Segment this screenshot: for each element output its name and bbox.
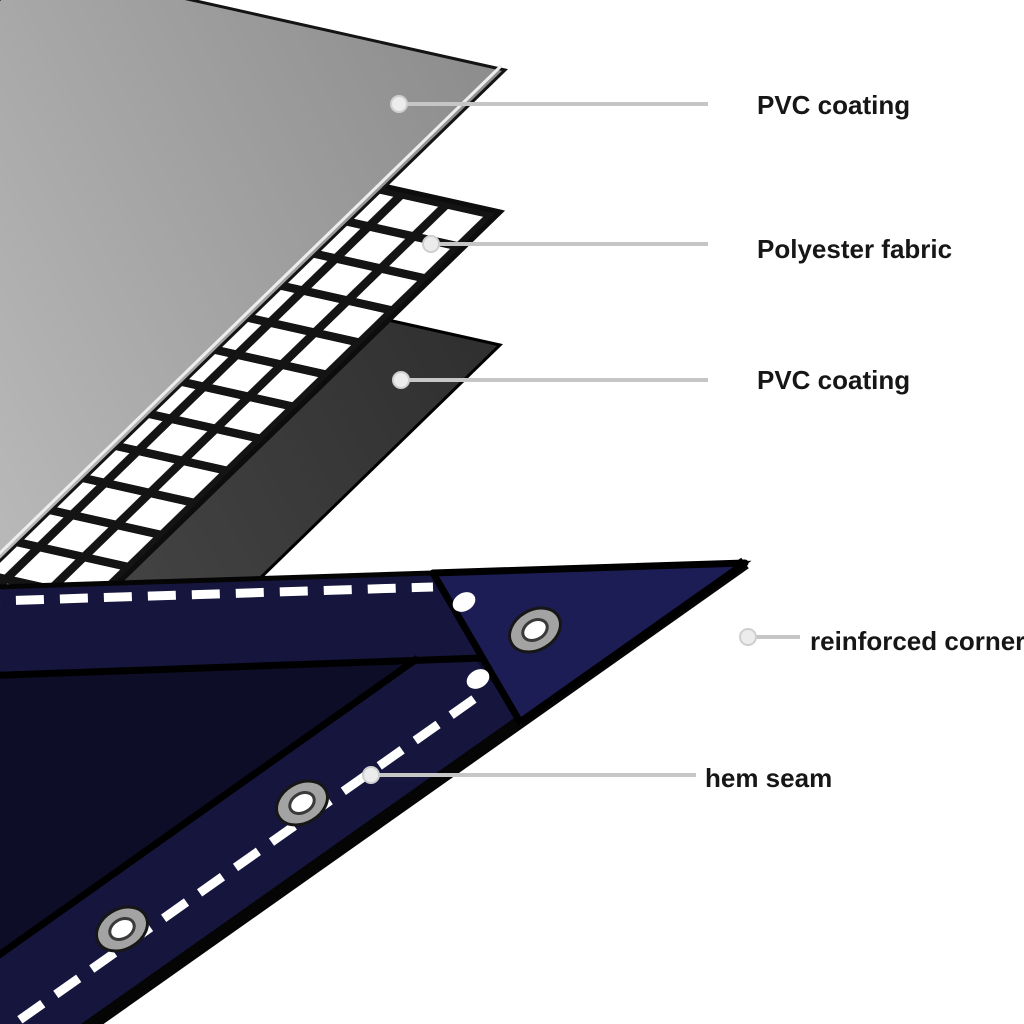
grommet <box>95 905 149 953</box>
tarpaulin <box>0 557 752 1024</box>
callout-reinforced-corner: reinforced corner <box>739 626 1024 656</box>
grommet-hole <box>521 618 549 642</box>
callout-hem-seam: hem seam <box>362 763 832 793</box>
hem-stitch-line <box>6 695 477 1024</box>
callout-label-pvc-bottom: PVC coating <box>757 365 910 395</box>
callout-label-pvc-top: PVC coating <box>757 90 910 120</box>
pvc-top-sheet <box>0 0 509 563</box>
upper-hem-seam-line <box>0 654 483 679</box>
callout-label-polyester: Polyester fabric <box>757 234 952 264</box>
corner-rivet-dot <box>452 592 476 612</box>
callout-dot <box>392 371 410 389</box>
callout-dot <box>362 766 380 784</box>
lower-hem-inner-seam-line <box>0 655 421 959</box>
reinforced-corner-patch <box>429 559 749 726</box>
callout-label-reinforced-corner: reinforced corner <box>810 626 1024 656</box>
callout-label-hem-seam: hem seam <box>705 763 832 793</box>
grommet-hole <box>288 791 316 815</box>
callout-pvc-coating-top: PVC coating <box>390 90 910 120</box>
top-stitch-line <box>0 582 434 606</box>
layer-pvc-top <box>0 0 509 563</box>
sheet-edge-highlight <box>0 64 503 556</box>
grommet <box>275 779 329 827</box>
grommet-hole <box>108 917 136 941</box>
corner-rivet-dot <box>466 669 490 689</box>
callout-pvc-coating-bottom: PVC coating <box>392 365 910 395</box>
callout-dot <box>422 235 440 253</box>
grommet <box>508 606 562 654</box>
callout-dot <box>390 95 408 113</box>
callout-polyester-fabric: Polyester fabric <box>422 234 952 264</box>
callout-dot <box>739 628 757 646</box>
